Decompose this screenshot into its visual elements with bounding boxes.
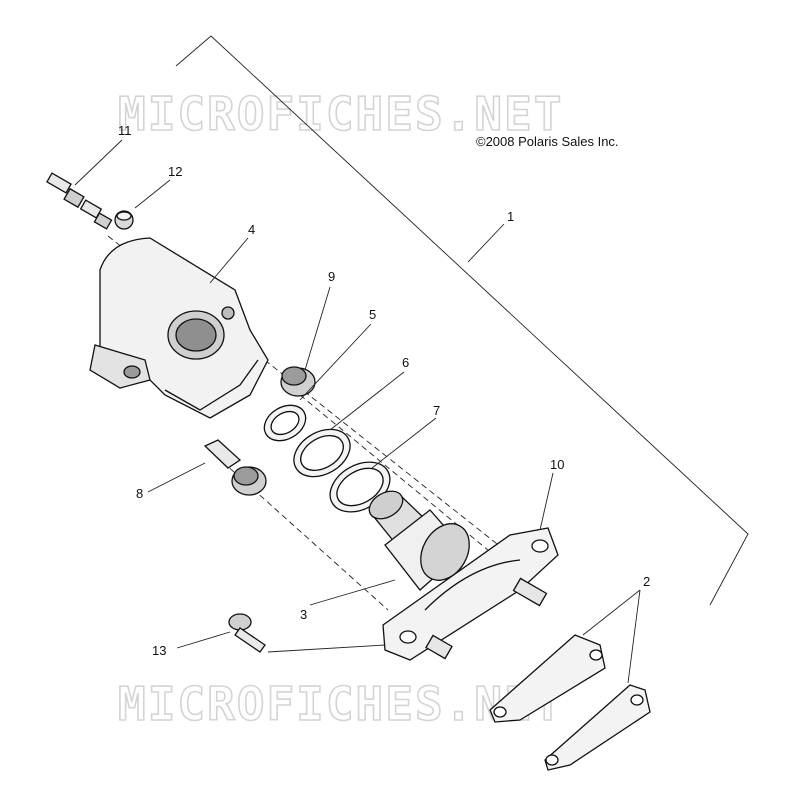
watermark-bottom: MICROFICHES.NET — [118, 677, 563, 731]
callout-6: 6 — [402, 355, 409, 370]
assembly-axis-lines — [107, 235, 531, 611]
watermark-top: MICROFICHES.NET — [118, 87, 563, 141]
callout-13: 13 — [152, 643, 166, 658]
callout-8: 8 — [136, 486, 143, 501]
callout-7: 7 — [433, 403, 440, 418]
bleeder-fitting-part — [46, 172, 113, 230]
callout-4: 4 — [248, 222, 255, 237]
piston-part — [368, 490, 470, 591]
assembly-bracket — [175, 35, 749, 606]
callout-1: 1 — [507, 209, 514, 224]
callout-3: 3 — [300, 607, 307, 622]
callout-labels: 1 2 3 4 5 6 7 8 9 10 11 12 13 — [118, 123, 650, 658]
callout-10: 10 — [550, 457, 564, 472]
bleeder-cap-part — [114, 210, 134, 230]
callout-2: 2 — [643, 574, 650, 589]
caliper-bracket-part — [382, 527, 559, 661]
callout-12: 12 — [168, 164, 182, 179]
boot-part — [280, 366, 316, 397]
leader-lines — [74, 139, 641, 684]
caliper-housing-part — [89, 237, 269, 419]
copyright-text: ©2008 Polaris Sales Inc. — [476, 134, 619, 149]
brake-pads-part — [489, 634, 651, 771]
callout-9: 9 — [328, 269, 335, 284]
seal-ring-medium-part — [293, 428, 351, 478]
slide-pin-part — [203, 439, 267, 496]
seal-ring-small-part — [263, 404, 307, 442]
bolt-part — [228, 613, 266, 653]
callout-5: 5 — [369, 307, 376, 322]
callout-11: 11 — [118, 123, 132, 138]
